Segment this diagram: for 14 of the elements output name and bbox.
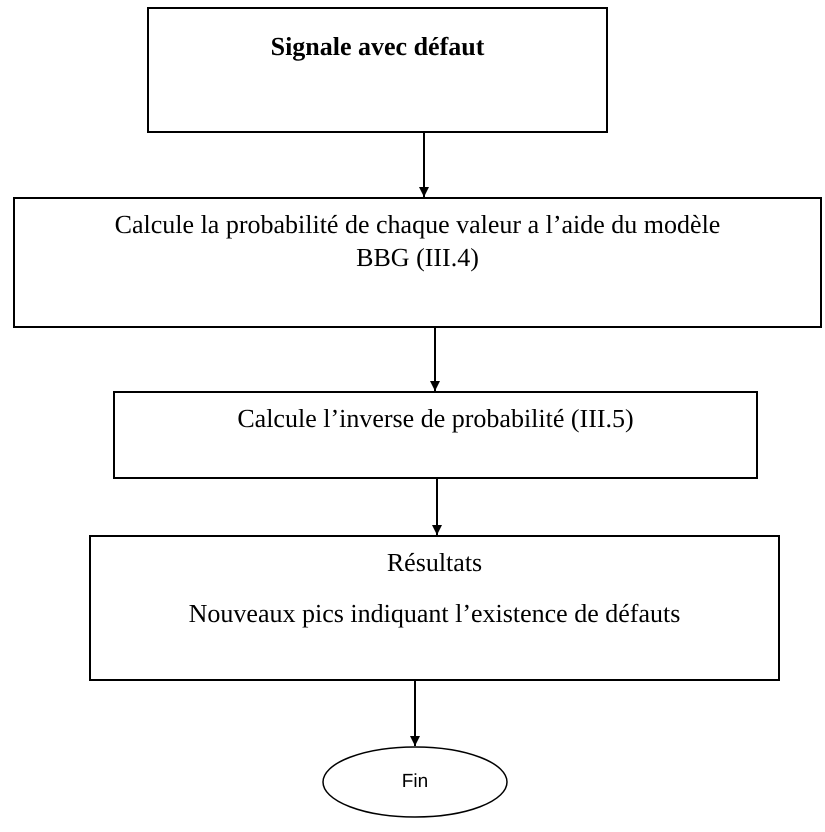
process-box bbox=[89, 535, 780, 681]
arrow bbox=[432, 479, 442, 535]
process-box bbox=[13, 197, 822, 328]
arrow bbox=[410, 681, 420, 746]
step-text: Signale avec défaut bbox=[270, 31, 486, 63]
step-text: Résultats bbox=[386, 547, 484, 579]
terminal-label: Fin bbox=[402, 770, 428, 794]
arrow bbox=[430, 328, 440, 391]
step-text: Calcule l’inverse de probabilité (III.5) bbox=[236, 403, 635, 435]
arrow bbox=[419, 133, 429, 197]
step-text: Calcule la probabilité de chaque valeur a l’aide du modèle BBG (III.4) bbox=[114, 209, 722, 274]
process-box bbox=[147, 7, 608, 133]
process-box bbox=[113, 391, 758, 479]
step-text: Nouveaux pics indiquant l’existence de défauts bbox=[188, 598, 682, 630]
